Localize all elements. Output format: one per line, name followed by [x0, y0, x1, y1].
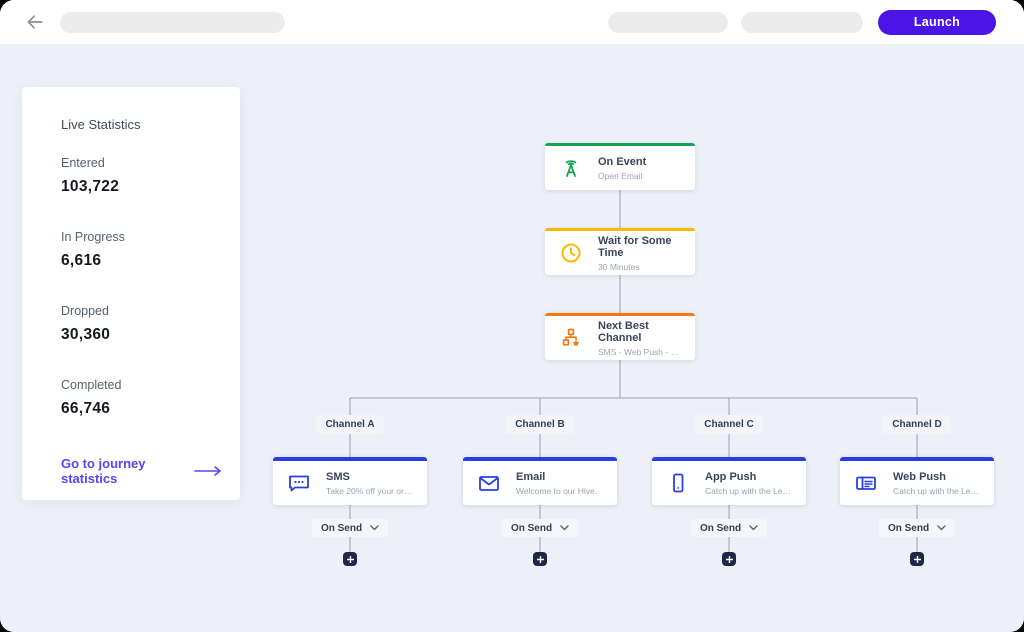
node-on-event[interactable]: On Event Open Email [545, 143, 695, 190]
node-title: Web Push [893, 470, 946, 483]
node-text: SMS Take 20% off your order with code ..… [326, 471, 415, 496]
node-app-push[interactable]: App Push Catch up with the Legends! [652, 457, 806, 505]
node-title: Wait for Some Time [598, 234, 672, 259]
node-wait-for-some-time[interactable]: Wait for Some Time 30 Minutes [545, 228, 695, 275]
node-text: Email Welcome to our Hive. [516, 471, 597, 496]
node-subtitle: Open Email [598, 170, 643, 181]
on-send-dropdown-channel-c[interactable]: On Send [690, 519, 768, 537]
arrow-left-icon [25, 12, 45, 32]
action-label: On Send [320, 522, 363, 534]
node-next-best-channel[interactable]: Next Best Channel SMS - Web Push - Email [545, 313, 695, 360]
action-label: On Send [510, 522, 553, 534]
on-send-dropdown-channel-b[interactable]: On Send [501, 519, 579, 537]
stat-value: 66,746 [61, 400, 111, 417]
launch-button[interactable]: Launch [878, 9, 996, 35]
node-text: Web Push Catch up with the Legends! [893, 471, 982, 496]
clock-icon [557, 241, 584, 265]
branch-label-channel-b: Channel B [505, 415, 575, 434]
chevron-down-icon [749, 525, 758, 531]
node-sms[interactable]: SMS Take 20% off your order with code ..… [273, 457, 427, 505]
action-label: On Send [887, 522, 930, 534]
stat-label: In Progress [61, 230, 125, 244]
stat-label: Dropped [61, 304, 109, 318]
stat-label: Completed [61, 378, 122, 392]
node-text: Next Best Channel SMS - Web Push - Email [598, 320, 683, 357]
antenna-icon [557, 156, 584, 180]
go-to-journey-statistics-link[interactable]: Go to journey statistics [61, 456, 222, 486]
stat-label: Entered [61, 156, 105, 170]
branch-label-channel-c: Channel C [694, 415, 764, 434]
add-step-button-channel-c[interactable] [722, 552, 736, 566]
node-title: App Push [705, 470, 757, 483]
on-send-dropdown-channel-a[interactable]: On Send [311, 519, 389, 537]
stat-in-progress: In Progress 6,616 [61, 230, 222, 270]
node-subtitle: SMS - Web Push - Email [598, 346, 683, 357]
journey-title-placeholder [60, 11, 285, 33]
node-text: Wait for Some Time 30 Minutes [598, 235, 683, 272]
arrow-right-icon [194, 466, 222, 476]
link-label: Go to journey statistics [61, 456, 146, 486]
plus-icon [913, 555, 921, 563]
add-step-button-channel-a[interactable] [343, 552, 357, 566]
chevron-down-icon [560, 525, 569, 531]
node-web-push[interactable]: Web Push Catch up with the Legends! [840, 457, 994, 505]
node-title: On Event [598, 155, 647, 168]
stat-entered: Entered 103,722 [61, 156, 222, 196]
add-step-button-channel-d[interactable] [910, 552, 924, 566]
stat-completed: Completed 66,746 [61, 378, 222, 418]
topbar-placeholder-2 [741, 11, 863, 33]
smartphone-icon [664, 471, 691, 495]
stat-value: 6,616 [61, 252, 102, 269]
node-title: SMS [326, 470, 350, 483]
stats-panel-title: Live Statistics [61, 117, 141, 132]
stat-dropped: Dropped 30,360 [61, 304, 222, 344]
branch-label-channel-d: Channel D [882, 415, 952, 434]
stat-value: 30,360 [61, 326, 111, 343]
node-subtitle: Welcome to our Hive. [516, 485, 598, 496]
topbar-placeholder-1 [608, 11, 728, 33]
node-subtitle: Catch up with the Legends! [893, 485, 982, 496]
chat-bubble-icon [285, 471, 312, 495]
plus-icon [346, 555, 354, 563]
envelope-icon [475, 471, 502, 495]
node-subtitle: 30 Minutes [598, 261, 640, 272]
stat-value: 103,722 [61, 178, 120, 195]
node-email[interactable]: Email Welcome to our Hive. [463, 457, 617, 505]
node-subtitle: Take 20% off your order with code ... [326, 485, 415, 496]
hierarchy-star-icon [557, 326, 584, 350]
action-label: On Send [699, 522, 742, 534]
chevron-down-icon [370, 525, 379, 531]
node-title: Email [516, 470, 546, 483]
live-statistics-panel: Live Statistics Entered 103,722 In Progr… [22, 87, 240, 500]
node-text: On Event Open Email [598, 156, 646, 181]
node-subtitle: Catch up with the Legends! [705, 485, 794, 496]
plus-icon [725, 555, 733, 563]
node-title: Next Best Channel [598, 319, 649, 344]
on-send-dropdown-channel-d[interactable]: On Send [878, 519, 956, 537]
back-button[interactable] [24, 11, 46, 33]
top-bar: Launch [0, 0, 1024, 45]
add-step-button-channel-b[interactable] [533, 552, 547, 566]
journey-canvas: Live Statistics Entered 103,722 In Progr… [0, 45, 1024, 632]
browser-icon [852, 471, 879, 495]
plus-icon [536, 555, 544, 563]
branch-label-channel-a: Channel A [315, 415, 385, 434]
node-text: App Push Catch up with the Legends! [705, 471, 794, 496]
chevron-down-icon [937, 525, 946, 531]
